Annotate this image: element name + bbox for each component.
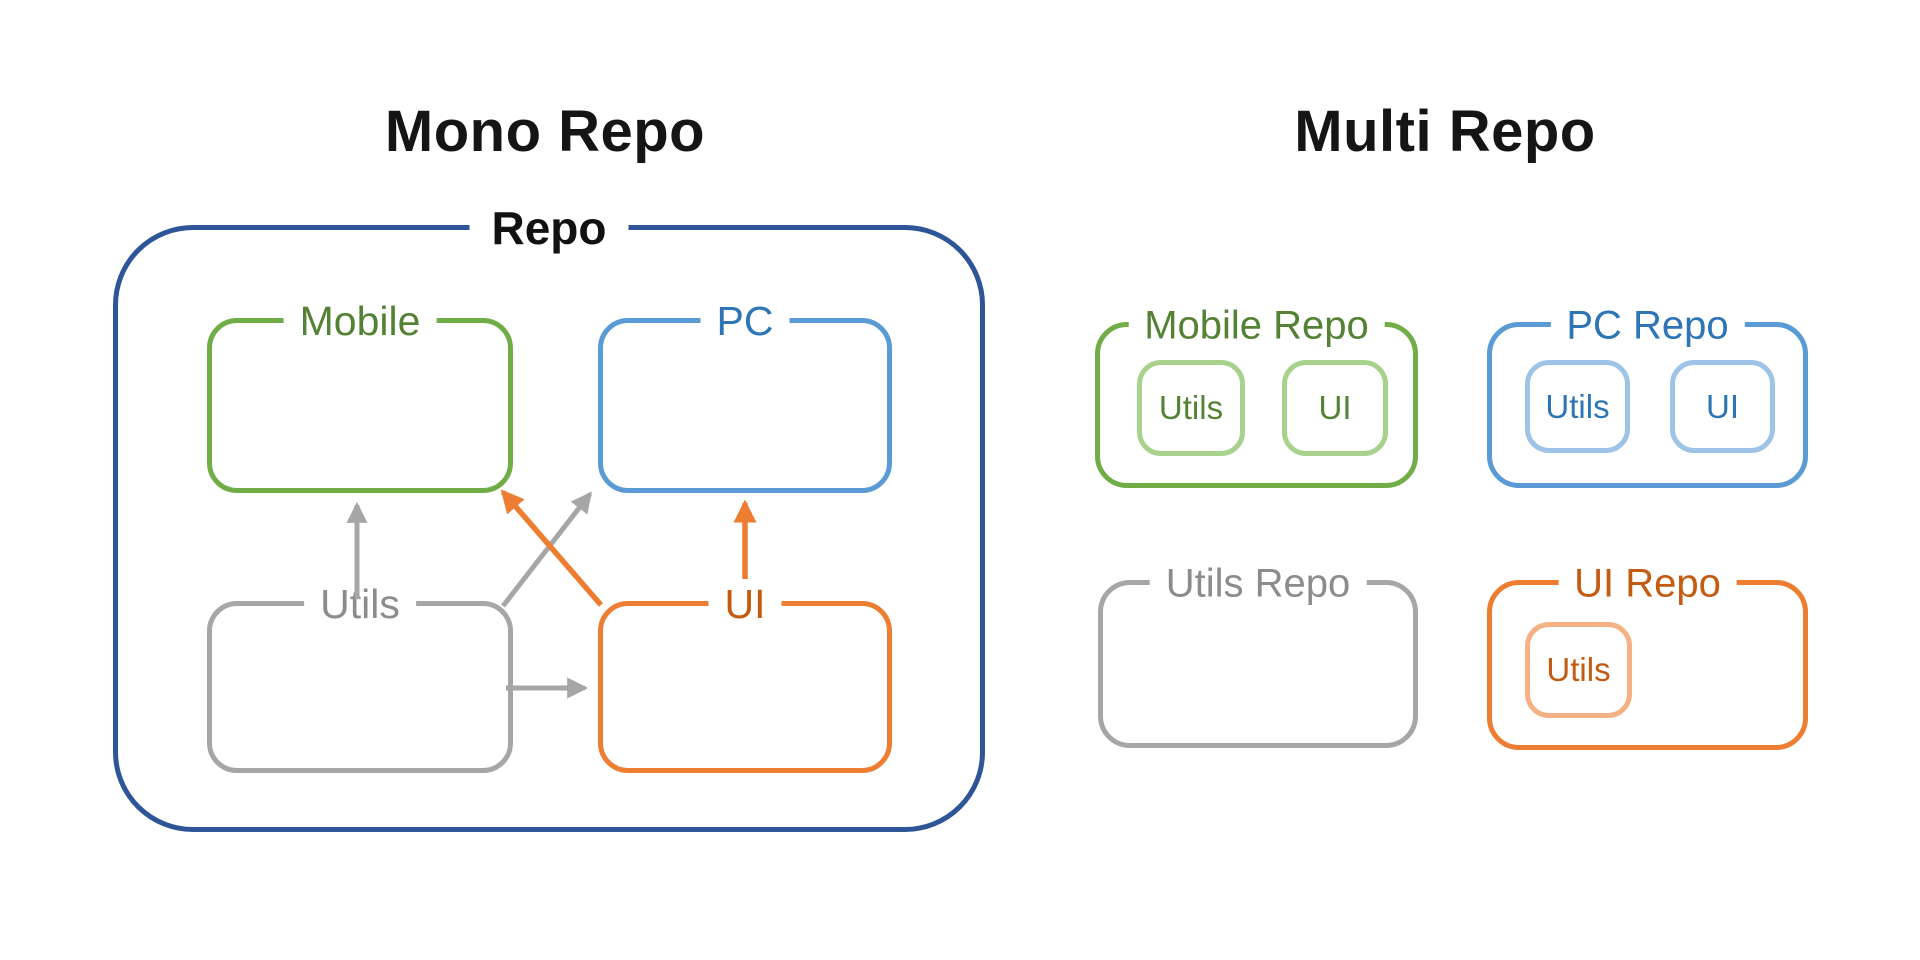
multi-mobile-repo-ui-chip: UI	[1282, 360, 1388, 456]
multi-ui-repo-label: UI Repo	[1558, 562, 1737, 605]
multi-utils-repo-box: Utils Repo	[1098, 562, 1418, 748]
mono-repo-box-label: Repo	[469, 204, 629, 252]
multi-mobile-repo-ui-label: UI	[1318, 389, 1352, 426]
multi-pc-repo-ui-chip: UI	[1670, 360, 1775, 453]
multi-pc-repo-utils-chip: Utils	[1525, 360, 1630, 453]
multi-ui-repo-box: UI Repo Utils	[1487, 562, 1808, 750]
mono-utils-label: Utils	[304, 582, 416, 626]
multi-ui-repo-utils-label: Utils	[1546, 651, 1611, 688]
multi-pc-repo-ui-label: UI	[1706, 387, 1739, 425]
mono-utils-box: Utils	[207, 582, 513, 773]
multi-ui-repo-utils-chip: Utils	[1525, 622, 1632, 718]
multi-pc-repo-box: PC Repo Utils UI	[1487, 304, 1808, 488]
mono-mobile-label: Mobile	[283, 299, 437, 343]
multi-mobile-repo-utils-chip: Utils	[1137, 360, 1245, 456]
mono-ui-box: UI	[598, 582, 892, 773]
multi-pc-repo-utils-label: Utils	[1545, 387, 1610, 425]
mono-repo-title: Mono Repo	[384, 99, 706, 164]
multi-utils-repo-label: Utils Repo	[1149, 562, 1367, 605]
multi-pc-repo-label: PC Repo	[1550, 304, 1745, 347]
mono-pc-label: PC	[700, 299, 790, 343]
multi-mobile-repo-utils-label: Utils	[1158, 389, 1224, 426]
multi-mobile-repo-box: Mobile Repo Utils UI	[1095, 304, 1418, 488]
mono-ui-label: UI	[708, 582, 782, 626]
multi-repo-title: Multi Repo	[1294, 99, 1596, 164]
mono-pc-box: PC	[598, 299, 892, 493]
mono-mobile-box: Mobile	[207, 299, 513, 493]
multi-mobile-repo-label: Mobile Repo	[1128, 304, 1385, 347]
